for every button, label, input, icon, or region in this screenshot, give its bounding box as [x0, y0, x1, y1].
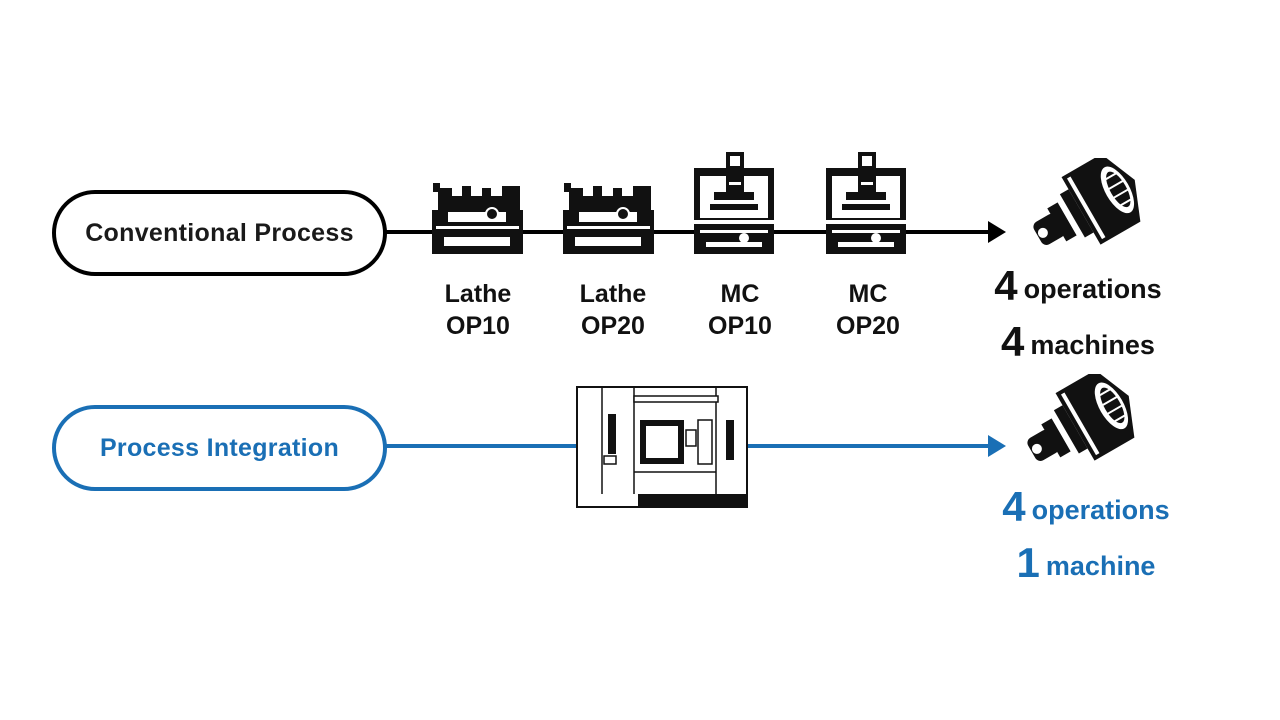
machines-label: machines [1030, 330, 1155, 360]
machine-label: MC OP20 [803, 278, 933, 342]
bolt-part-icon [1033, 158, 1141, 245]
conventional-process-label: Conventional Process [85, 218, 354, 247]
operations-label: operations [1031, 495, 1170, 525]
machine-label: MC OP10 [675, 278, 805, 342]
machines-label: machine [1045, 551, 1156, 581]
operations-count: 4 [994, 262, 1018, 309]
machining-center-icon [822, 152, 910, 254]
process-integration-pill: Process Integration [52, 405, 387, 491]
integration-arrowhead [988, 435, 1006, 457]
machines-count: 4 [1001, 318, 1025, 365]
machine-name: Lathe [444, 280, 512, 308]
machine-op: OP20 [581, 312, 645, 340]
machine-name: MC [720, 280, 760, 308]
bolt-part-icon [1027, 374, 1135, 461]
conventional-process-pill: Conventional Process [52, 190, 387, 276]
operations-label: operations [1023, 274, 1162, 304]
multitasking-machine-icon [576, 386, 748, 508]
machine-name: Lathe [579, 280, 647, 308]
machine-label: Lathe OP10 [413, 278, 543, 342]
conventional-arrowhead [988, 221, 1006, 243]
process-integration-label: Process Integration [99, 433, 340, 462]
machine-op: OP10 [446, 312, 510, 340]
machine-op: OP10 [708, 312, 772, 340]
machine-op: OP20 [836, 312, 900, 340]
operations-count: 4 [1002, 483, 1026, 530]
lathe-icon [563, 183, 654, 254]
machine-label: Lathe OP20 [548, 278, 678, 342]
lathe-icon [432, 183, 523, 254]
machines-count: 1 [1016, 539, 1040, 586]
machining-center-icon [690, 152, 778, 254]
machine-name: MC [848, 280, 888, 308]
conventional-flow-line [385, 230, 990, 234]
